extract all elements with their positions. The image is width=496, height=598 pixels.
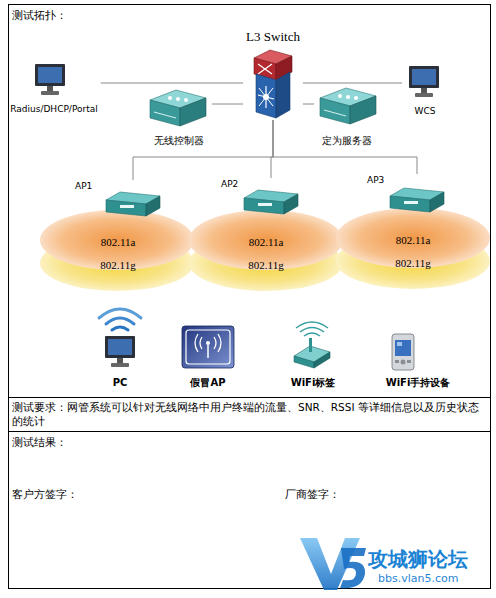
signature-field: 客户方签字： <box>12 487 78 501</box>
band-label: 802.11a <box>396 233 431 248</box>
rogue-ap-icon-part <box>195 334 198 352</box>
server-node: WCS <box>402 64 448 118</box>
handheld-icon <box>392 334 414 370</box>
watermark-text: 攻城狮论坛 <box>368 546 468 573</box>
wifi-tag-icon-part <box>296 322 328 328</box>
access-point-icons <box>106 188 444 216</box>
table-grid-part <box>9 397 491 398</box>
connector-line <box>273 120 417 174</box>
client-pc-icon-part <box>99 309 141 318</box>
node-label: Radius/DHCP/Portal <box>10 104 98 115</box>
server-icons-part <box>409 66 439 97</box>
rogue-ap-icon-part <box>218 334 221 352</box>
connector-line <box>101 83 243 84</box>
rogue-ap-icon-part <box>200 337 202 349</box>
node-label: 无线控制器 <box>154 135 204 147</box>
node-label: 假冒AP <box>190 377 225 389</box>
client-node: WiFi标签 <box>282 316 344 390</box>
rogue-ap-icon-part <box>207 345 209 358</box>
signature-field: 厂商签字： <box>285 487 340 501</box>
server-node: 定为服务器 <box>314 86 380 148</box>
table-grid-part <box>9 431 491 432</box>
handheld-icon-part <box>407 360 411 363</box>
wifi-tag-icon-part <box>309 338 312 352</box>
node-label: WiFi标签 <box>291 377 336 389</box>
client-node: WiFi手持设备 <box>370 330 466 390</box>
handheld-icon-part <box>401 360 406 365</box>
watermark-logo-part <box>340 548 366 588</box>
node-label: AP2 <box>221 179 238 190</box>
wifi-tag-icon-part <box>304 333 320 336</box>
rogue-ap-icon <box>182 326 234 368</box>
wifi-tag-icon-part <box>300 328 324 333</box>
server-icons <box>35 64 439 126</box>
server-icons-part <box>35 64 65 95</box>
access-point-node: AP2 <box>218 178 304 216</box>
handheld-icon-part <box>395 340 411 356</box>
section-heading: 测试结果： <box>12 435 67 449</box>
table-grid <box>9 5 491 589</box>
rogue-ap-icon-part <box>206 341 210 345</box>
switch-icon-part <box>259 88 273 106</box>
node-label: WiFi手持设备 <box>386 377 451 389</box>
switch-icon <box>254 50 292 118</box>
client-pc-icon <box>99 309 141 367</box>
switch-icon-part <box>259 88 273 106</box>
wifi-tag-icon-part <box>294 356 314 368</box>
access-point-node: AP1 <box>72 180 164 218</box>
rogue-ap-icon-part <box>182 326 234 368</box>
server-icons-part <box>150 90 206 126</box>
switch-node: L3 Switch <box>243 28 303 120</box>
client-pc-icon-part <box>112 327 128 330</box>
rogue-ap-icon-part <box>186 330 230 364</box>
node-label: L3 Switch <box>246 29 300 45</box>
client-pc-icon-part <box>105 336 135 367</box>
band-label: 802.11g <box>248 258 283 273</box>
access-point-icons-part <box>106 192 160 216</box>
rogue-ap-icon-part <box>214 337 216 349</box>
switch-icon-part <box>258 64 272 74</box>
section-heading: 测试拓扑： <box>12 8 67 22</box>
band-label: 802.11g <box>395 256 430 271</box>
connector-line <box>303 83 402 84</box>
wifi-tag-icon-part <box>314 352 330 368</box>
band-label: 802.11g <box>100 258 135 273</box>
connector-line <box>133 120 273 180</box>
handheld-icon-part <box>397 342 402 346</box>
watermark-logo <box>300 538 366 590</box>
node-label: PC <box>113 377 128 389</box>
connector-line <box>303 104 314 105</box>
access-point-icons-part <box>244 190 298 214</box>
node-label: WCS <box>415 106 436 117</box>
handheld-icon-part <box>395 360 399 363</box>
client-node: 假冒AP <box>178 322 238 390</box>
coverage-cells <box>40 208 490 291</box>
node-label: AP1 <box>75 181 92 192</box>
switch-icon-part <box>258 64 272 74</box>
server-icons-part <box>320 88 376 124</box>
switch-icon-part <box>276 72 290 118</box>
table-grid-part <box>9 5 491 589</box>
band-label: 802.11a <box>101 235 136 250</box>
switch-icon-part <box>256 74 276 118</box>
requirement-text: 测试要求：网管系统可以针对无线网络中用户终端的流量、SNR、RSSI 等详细信息… <box>12 400 486 428</box>
connector-line <box>212 104 243 105</box>
controller-node: 无线控制器 <box>146 88 212 148</box>
node-label: 定为服务器 <box>322 135 372 147</box>
watermark-url: bbs.vlan5.com <box>378 572 458 587</box>
server-node: Radius/DHCP/Portal <box>7 60 101 116</box>
handheld-icon-part <box>392 334 414 370</box>
access-point-node: AP3 <box>364 174 450 214</box>
access-point-icons-part <box>390 188 444 212</box>
node-label: AP3 <box>367 175 384 186</box>
wifi-tag-icon <box>294 322 330 368</box>
client-node: PC <box>92 306 148 390</box>
band-label: 802.11a <box>249 235 284 250</box>
client-pc-icon-part <box>106 318 134 324</box>
